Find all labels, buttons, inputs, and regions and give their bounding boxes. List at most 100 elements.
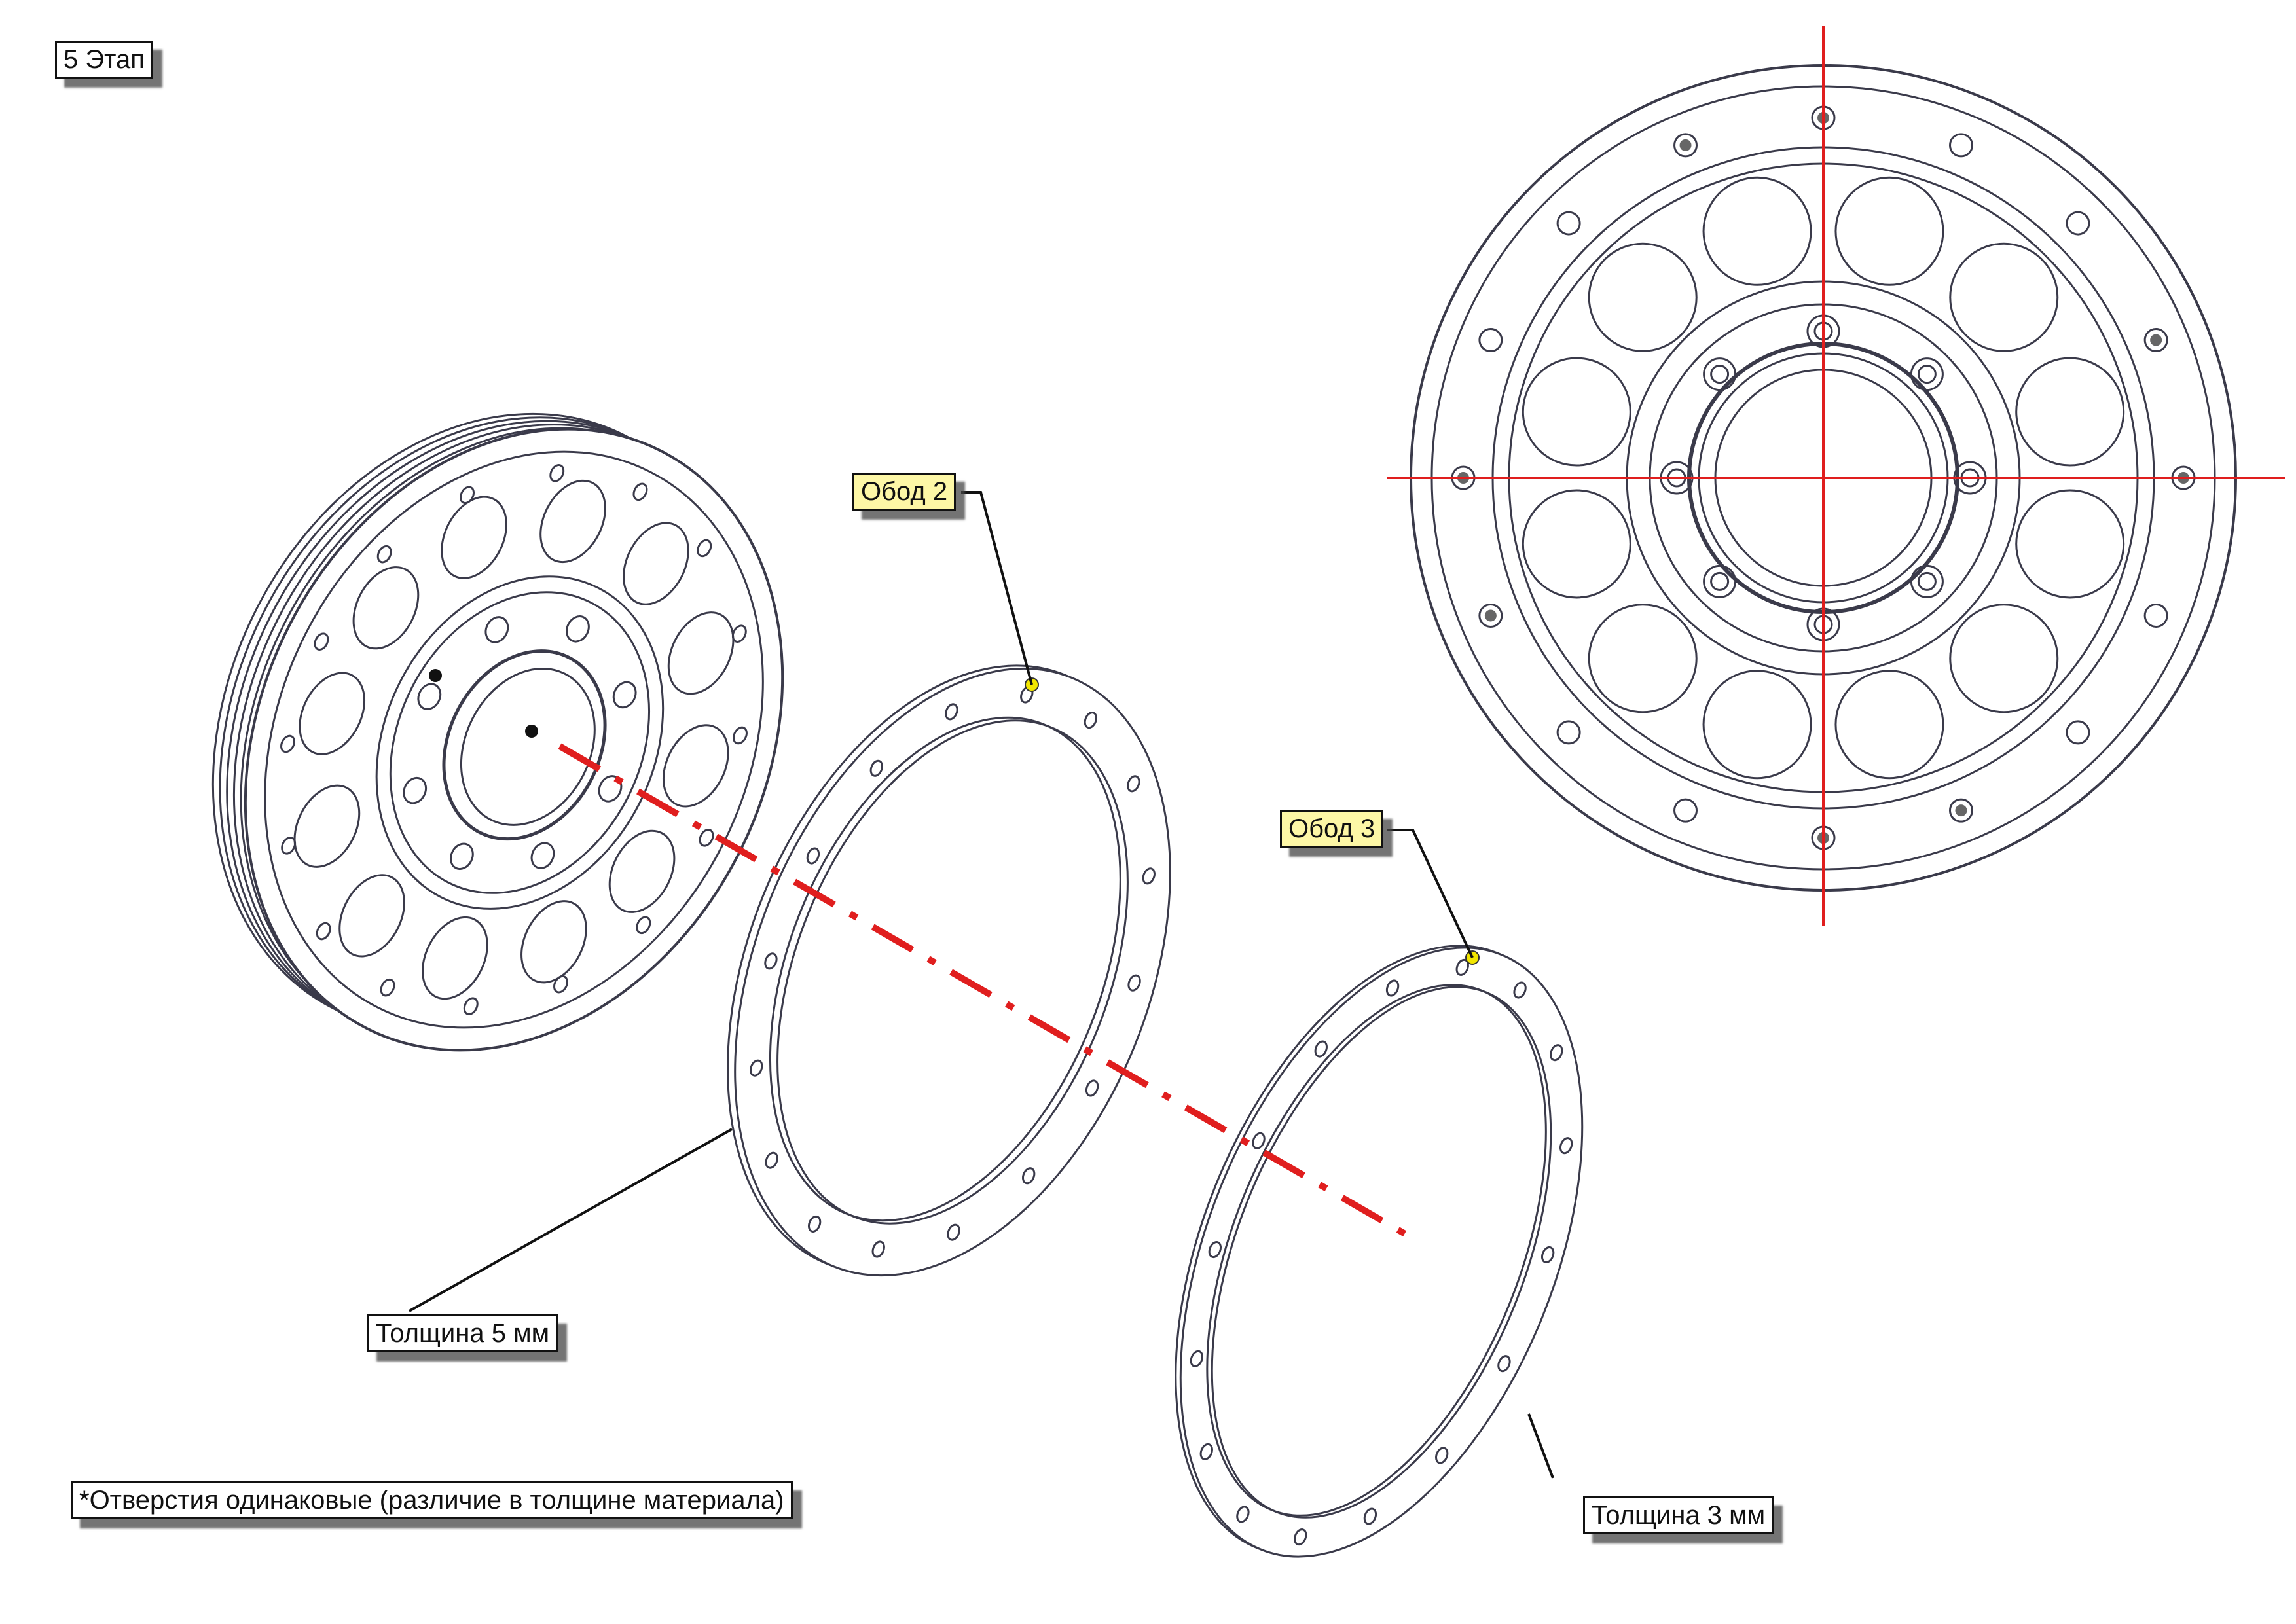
ring-hole — [1190, 1350, 1204, 1367]
rim-hole — [1556, 211, 1581, 236]
ring-hole — [1559, 1137, 1573, 1155]
hub-hole — [662, 724, 729, 808]
ring-hole — [764, 952, 778, 970]
hub-bore — [442, 649, 607, 841]
hub-flange — [375, 575, 665, 910]
hub-face-inner — [264, 450, 764, 1029]
hub-rim-hole — [697, 539, 712, 558]
hub-hole — [293, 784, 361, 868]
lightening-hole — [1702, 176, 1812, 286]
rim-hole-fill — [1484, 609, 1497, 622]
assembly-axis — [558, 743, 1416, 1242]
lightening-hole — [1588, 604, 1698, 713]
ring-inner-back — [1206, 984, 1547, 1517]
ring-hole — [1435, 1447, 1449, 1464]
ring-hole — [1540, 1246, 1555, 1264]
ring-hole — [947, 1223, 960, 1241]
hub-hole — [539, 479, 606, 564]
rim-hole — [2143, 603, 2168, 628]
ring-hole — [1127, 974, 1141, 992]
ring-hole — [1199, 1443, 1213, 1460]
ring-hole — [1236, 1506, 1250, 1523]
hub-bolt — [530, 842, 555, 869]
bolt-hole — [1710, 365, 1730, 384]
lightening-hole — [1522, 357, 1631, 467]
hub-rim-hole — [699, 829, 714, 847]
ring-hole — [1142, 867, 1156, 885]
lightening-hole — [2015, 489, 2125, 599]
hub-rim-hole — [280, 734, 295, 753]
ring-hole — [1022, 1167, 1036, 1185]
hub-isometric — [211, 412, 784, 1052]
hub-rim-hole — [636, 916, 651, 935]
front-view — [1387, 26, 2285, 926]
hub-hole — [608, 829, 676, 913]
ring-hole — [869, 759, 883, 777]
ring-inner-back — [769, 716, 1121, 1222]
rim-hole — [1478, 328, 1503, 353]
ring-hole — [765, 1151, 778, 1169]
rim-hole — [2143, 328, 2168, 353]
bolt-boss — [1703, 357, 1737, 391]
rim-hole — [2066, 211, 2090, 236]
ring-hole — [750, 1059, 763, 1077]
ring-hole — [1127, 775, 1140, 793]
hub-bolt — [449, 842, 474, 871]
ring-outer — [1179, 947, 1584, 1558]
ring-hole — [1294, 1528, 1307, 1546]
ring-hole — [1513, 981, 1527, 999]
ring-hole — [871, 1240, 885, 1258]
hub-rim-hole — [314, 632, 329, 651]
hub-hole — [352, 566, 420, 650]
ring-hole — [945, 703, 958, 721]
hub-rim-hole — [376, 545, 392, 564]
bolt-boss — [1910, 357, 1944, 391]
hub-rim-hole — [281, 837, 297, 855]
hub-bolt — [612, 681, 637, 709]
rim-hole-fill — [1955, 804, 1967, 817]
ring-hole — [1252, 1132, 1266, 1149]
ring-hole — [1314, 1040, 1328, 1058]
hub-rim-hole — [380, 978, 395, 997]
bolt-hole — [1917, 365, 1937, 384]
ring-hole — [1385, 979, 1400, 997]
rim-hole — [1948, 133, 1973, 158]
rim-hole — [1556, 720, 1581, 745]
bolt-boss — [1703, 564, 1737, 598]
note-label: *Отверстия одинаковые (различие в толщин… — [71, 1481, 793, 1519]
hub-face — [244, 427, 784, 1052]
hub-hole — [338, 874, 405, 958]
hub-rim-hole — [316, 922, 331, 941]
hub-point — [525, 725, 538, 738]
hub-point — [429, 669, 442, 682]
ring-hole — [1497, 1355, 1511, 1373]
ring-hole — [1084, 712, 1098, 729]
lightening-hole — [1522, 489, 1631, 599]
hub-flange-inner — [389, 591, 651, 894]
ring-body — [1175, 945, 1584, 1558]
hub-bolt — [566, 615, 590, 643]
rim-hole-fill — [2150, 334, 2162, 346]
ring-hole — [1085, 1079, 1099, 1097]
rim-hole — [1948, 798, 1973, 823]
hub-rim-hole — [632, 482, 648, 501]
hub-hole — [667, 611, 735, 695]
lightening-hole — [1949, 604, 2059, 713]
bolt-boss — [1910, 564, 1944, 598]
ring-hole — [1208, 1240, 1222, 1259]
ring-hole — [807, 1215, 822, 1233]
hub-rim-hole — [549, 464, 565, 482]
leader-line — [1527, 1413, 1554, 1479]
leader-lines — [409, 491, 1554, 1479]
lightening-hole — [1834, 670, 1944, 780]
ring-hole — [1455, 958, 1469, 976]
lightening-hole — [1949, 242, 2059, 352]
hub-rim-hole — [733, 726, 748, 745]
hub-rim-hole — [463, 997, 479, 1015]
hub-rim-hole — [553, 975, 568, 994]
hub-bolt — [417, 683, 442, 710]
thickness-5-label: Толщина 5 мм — [367, 1314, 558, 1352]
bolt-hole — [1917, 571, 1937, 591]
thickness-3-label: Толщина 3 мм — [1583, 1496, 1774, 1534]
